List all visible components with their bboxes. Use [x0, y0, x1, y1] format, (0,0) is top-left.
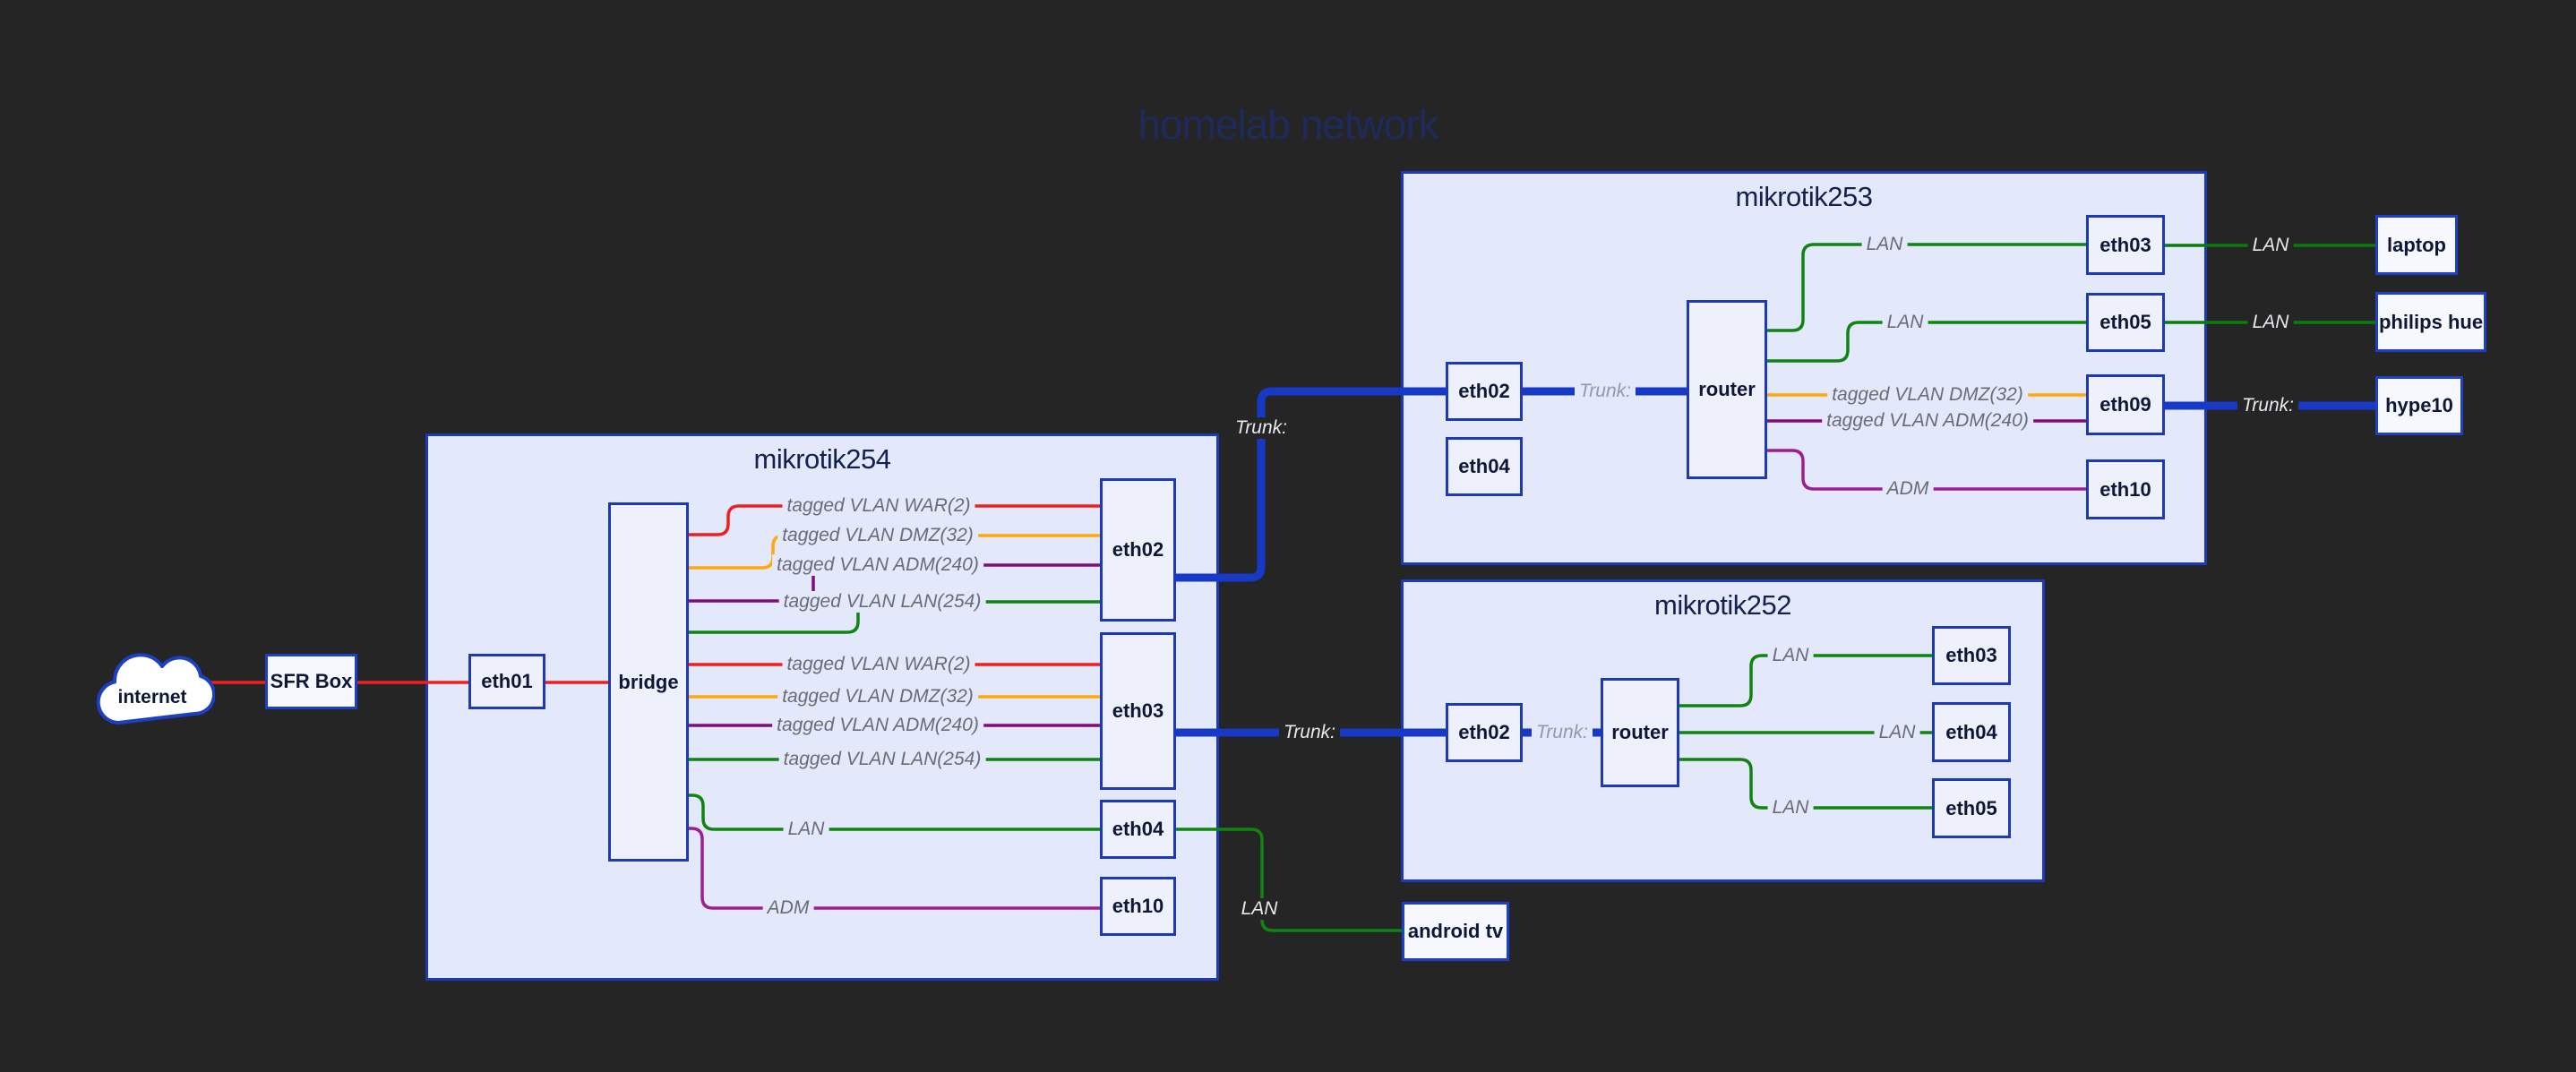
- edge-253router-eth03-lan: [1767, 243, 2086, 332]
- device-android-tv: android tv: [1402, 902, 1509, 961]
- m254-eth03: eth03: [1100, 632, 1176, 790]
- edge-252router-eth05-lan: [1679, 758, 1932, 810]
- device-laptop: laptop: [2375, 215, 2458, 275]
- edge-label-adm-eth03: tagged VLAN ADM(240): [772, 715, 983, 736]
- edge-label-lan-eth03: tagged VLAN LAN(254): [778, 749, 986, 770]
- edge-label-lan-252-eth05: LAN: [1767, 797, 1814, 819]
- internet-label: internet: [117, 687, 187, 708]
- edge-bridge-eth04-lan: [689, 793, 1100, 831]
- device-hype10: hype10: [2375, 376, 2463, 435]
- edge-trunk-254eth02-253eth02: [1172, 387, 1450, 582]
- edge-label-lan-253-eth03: LAN: [1861, 234, 1908, 255]
- edge-label-war-eth02: tagged VLAN WAR(2): [782, 495, 975, 517]
- edge-label-lan-hue: LAN: [2247, 312, 2294, 333]
- edge-bridge-eth10-adm: [689, 827, 1100, 910]
- edge-252router-eth03-lan: [1679, 654, 1932, 708]
- edge-label-trunk-252: Trunk:: [1532, 722, 1593, 743]
- device-sfr-box: SFR Box: [265, 654, 357, 709]
- edge-eth04-androidtv-lan: [1176, 828, 1402, 932]
- edge-label-adm-253-eth09: tagged VLAN ADM(240): [1822, 410, 2033, 432]
- edge-label-lan-253-eth05: LAN: [1882, 312, 1928, 333]
- m252-eth02: eth02: [1446, 703, 1523, 762]
- diagram-title: homelab network: [1138, 101, 1438, 148]
- m254-bridge: bridge: [608, 502, 689, 862]
- m253-eth05: eth05: [2086, 293, 2165, 352]
- container-title-mikrotik253: mikrotik253: [1735, 181, 1874, 212]
- edge-label-lan-androidtv: LAN: [1236, 898, 1283, 920]
- m252-eth03: eth03: [1932, 626, 2011, 685]
- edge-label-adm-eth10: ADM: [762, 897, 814, 919]
- container-mikrotik253: mikrotik253: [1401, 171, 2207, 565]
- m253-router: router: [1687, 300, 1767, 479]
- cloud-icon: [96, 653, 217, 725]
- edge-label-trunk-253: Trunk:: [1575, 381, 1636, 402]
- edge-label-lan-252-eth03: LAN: [1767, 645, 1814, 666]
- edge-label-lan-eth02: tagged VLAN LAN(254): [778, 591, 986, 613]
- edge-label-lan-eth04: LAN: [783, 819, 829, 840]
- edge-label-war-eth03: tagged VLAN WAR(2): [782, 654, 975, 675]
- m254-eth10: eth10: [1100, 877, 1176, 936]
- edge-label-trunk-link2: Trunk:: [1279, 722, 1340, 743]
- edge-label-lan-252-eth04: LAN: [1874, 722, 1920, 743]
- m252-router: router: [1601, 678, 1679, 787]
- m253-eth04: eth04: [1446, 437, 1523, 496]
- m253-eth03: eth03: [2086, 215, 2165, 275]
- edge-label-lan-laptop: LAN: [2247, 235, 2294, 256]
- container-title-mikrotik254: mikrotik254: [753, 443, 892, 475]
- m254-eth02: eth02: [1100, 478, 1176, 622]
- edge-label-dmz-253-eth09: tagged VLAN DMZ(32): [1827, 384, 2028, 406]
- edge-253router-eth05-lan: [1767, 321, 2086, 363]
- edge-253router-eth10-adm: [1767, 449, 2086, 491]
- edge-label-adm-eth02: tagged VLAN ADM(240): [772, 554, 983, 576]
- m253-eth09: eth09: [2086, 374, 2165, 435]
- m252-eth04: eth04: [1932, 702, 2011, 762]
- edge-label-trunk-link1: Trunk:: [1231, 417, 1292, 439]
- container-title-mikrotik252: mikrotik252: [1654, 589, 1792, 621]
- m253-eth02: eth02: [1446, 362, 1523, 421]
- edge-bridge-eth02-war: [689, 504, 1100, 536]
- edge-label-trunk-hype10: Trunk:: [2237, 395, 2298, 416]
- m254-eth04: eth04: [1100, 800, 1176, 859]
- device-philips-hue: philips hue: [2375, 292, 2486, 352]
- edge-label-dmz-eth03: tagged VLAN DMZ(32): [777, 686, 978, 708]
- edge-label-dmz-eth02: tagged VLAN DMZ(32): [777, 525, 978, 546]
- edge-label-adm-253-eth10: ADM: [1882, 478, 1934, 500]
- m252-eth05: eth05: [1932, 778, 2011, 838]
- m253-eth10: eth10: [2086, 459, 2165, 519]
- m254-eth01: eth01: [468, 654, 545, 709]
- internet-cloud: internet: [90, 631, 217, 730]
